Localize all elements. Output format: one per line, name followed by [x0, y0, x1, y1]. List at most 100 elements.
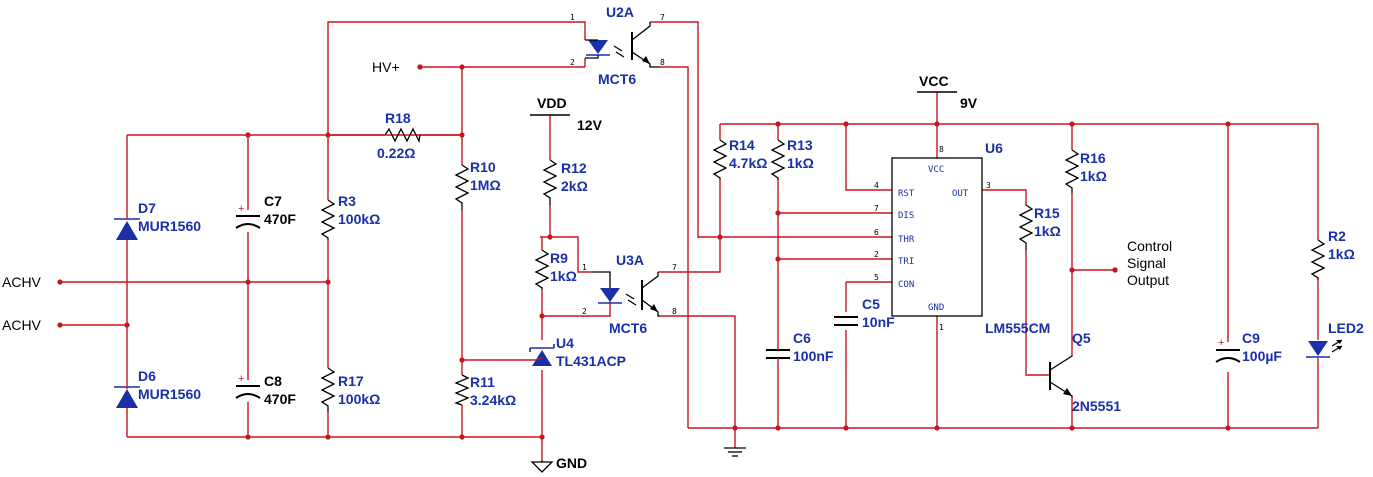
net-label-achv-1: ACHV	[2, 274, 42, 290]
r3-ref: R3	[338, 193, 356, 209]
r18-value: 0.22Ω	[377, 145, 415, 161]
optocoupler-u2a-symbol	[585, 22, 660, 68]
c8-ref: C8	[264, 373, 282, 389]
r14-value: 4.7kΩ	[729, 155, 767, 171]
pin-number: 6	[874, 228, 879, 237]
optocoupler-u3a-symbol	[592, 271, 660, 317]
r11-ref: R11	[470, 374, 495, 390]
u6-pin-con: CON	[898, 280, 914, 290]
d6-ref: D6	[138, 368, 156, 384]
net-label-achv-2: ACHV	[2, 317, 42, 333]
net-label-vcc-value: 9V	[960, 95, 978, 111]
capacitor-c6-symbol	[766, 330, 790, 368]
pin-number: 7	[874, 204, 879, 213]
u3a-ref: U3A	[616, 252, 644, 268]
r14-ref: R14	[729, 137, 755, 153]
wires	[60, 21, 1319, 460]
r2-value: 1kΩ	[1328, 246, 1355, 262]
d6-value: MUR1560	[138, 386, 201, 402]
r3-value: 100kΩ	[338, 211, 380, 227]
c8-value: 470F	[264, 391, 296, 407]
pin-number: 8	[660, 58, 665, 67]
u6-pin-vcc: VCC	[928, 165, 944, 175]
pin-number: 2	[570, 58, 575, 67]
r18-ref: R18	[385, 110, 411, 126]
u4-ref: U4	[556, 335, 574, 351]
c9-value: 100µF	[1242, 348, 1282, 364]
diode-d6-symbol	[114, 385, 140, 412]
d7-value: MUR1560	[138, 218, 201, 234]
shunt-regulator-u4-symbol	[529, 344, 555, 366]
u6-pin-dis: DIS	[898, 211, 914, 221]
pin-number: 1	[939, 323, 944, 332]
led2-ref: LED2	[1328, 320, 1364, 336]
net-label-gnd: GND	[556, 455, 587, 471]
svg-text:+: +	[1218, 337, 1224, 349]
timer-u6-symbol	[891, 157, 983, 317]
c5-ref: C5	[862, 296, 880, 312]
transistor-q5-symbol	[1049, 355, 1073, 398]
q5-value: 2N5551	[1072, 398, 1121, 414]
junction-dots	[57, 64, 1231, 440]
u6-pin-gnd: GND	[928, 303, 944, 313]
r16-value: 1kΩ	[1080, 168, 1107, 184]
r13-ref: R13	[787, 137, 813, 153]
u6-ref: U6	[985, 140, 1003, 156]
c6-ref: C6	[793, 330, 811, 346]
net-label-hv: HV+	[372, 59, 400, 75]
pin-number: 3	[986, 181, 991, 190]
control-label-line-3: Output	[1127, 272, 1169, 288]
c6-value: 100nF	[793, 348, 834, 364]
power-symbols	[417, 64, 1118, 473]
pin-number: 8	[672, 307, 677, 316]
r10-value: 1MΩ	[470, 177, 501, 193]
c5-value: 10nF	[862, 314, 895, 330]
c7-ref: C7	[264, 193, 282, 209]
svg-text:+: +	[238, 203, 244, 215]
u6-value: LM555CM	[985, 320, 1050, 336]
pin-number: 7	[660, 13, 665, 22]
diode-d7-symbol	[114, 214, 140, 240]
r15-ref: R15	[1034, 205, 1060, 221]
r10-ref: R10	[470, 159, 496, 175]
r9-ref: R9	[550, 250, 568, 266]
r17-value: 100kΩ	[338, 391, 380, 407]
r17-ref: R17	[338, 373, 364, 389]
u2a-value: MCT6	[598, 71, 636, 87]
control-label-line-2: Signal	[1127, 255, 1166, 271]
svg-text:+: +	[238, 373, 244, 385]
u6-pin-thr: THR	[898, 235, 915, 245]
control-label-line-1: Control	[1127, 238, 1172, 254]
u4-value: TL431ACP	[556, 353, 626, 369]
net-label-vcc: VCC	[919, 73, 949, 89]
pin-number: 5	[874, 273, 879, 282]
capacitor-c8-symbol: +	[235, 373, 261, 399]
net-label-vdd-value: 12V	[577, 117, 603, 133]
r15-value: 1kΩ	[1034, 223, 1061, 239]
r2-ref: R2	[1328, 228, 1346, 244]
pin-number: 4	[874, 181, 879, 190]
net-label-vdd: VDD	[537, 95, 567, 111]
resistors	[320, 127, 1326, 412]
u2a-ref: U2A	[606, 4, 634, 20]
capacitor-c9-symbol: +	[1215, 337, 1241, 363]
u6-pin-rst: RST	[898, 189, 915, 199]
pin-number: 2	[582, 307, 587, 316]
u3a-value: MCT6	[609, 320, 647, 336]
r12-ref: R12	[561, 160, 587, 176]
r13-value: 1kΩ	[787, 155, 814, 171]
r9-value: 1kΩ	[550, 268, 577, 284]
led2-symbol	[1306, 339, 1343, 358]
pin-number: 7	[672, 263, 677, 272]
c7-value: 470F	[264, 211, 296, 227]
pin-number: 1	[570, 13, 575, 22]
pin-number: 2	[874, 250, 879, 259]
u6-pin-out: OUT	[952, 189, 969, 199]
q5-ref: Q5	[1072, 330, 1091, 346]
c9-ref: C9	[1242, 330, 1260, 346]
pin-number: 1	[582, 263, 587, 272]
pin-number: 8	[939, 145, 944, 154]
d7-ref: D7	[138, 200, 156, 216]
r12-value: 2kΩ	[561, 178, 588, 194]
